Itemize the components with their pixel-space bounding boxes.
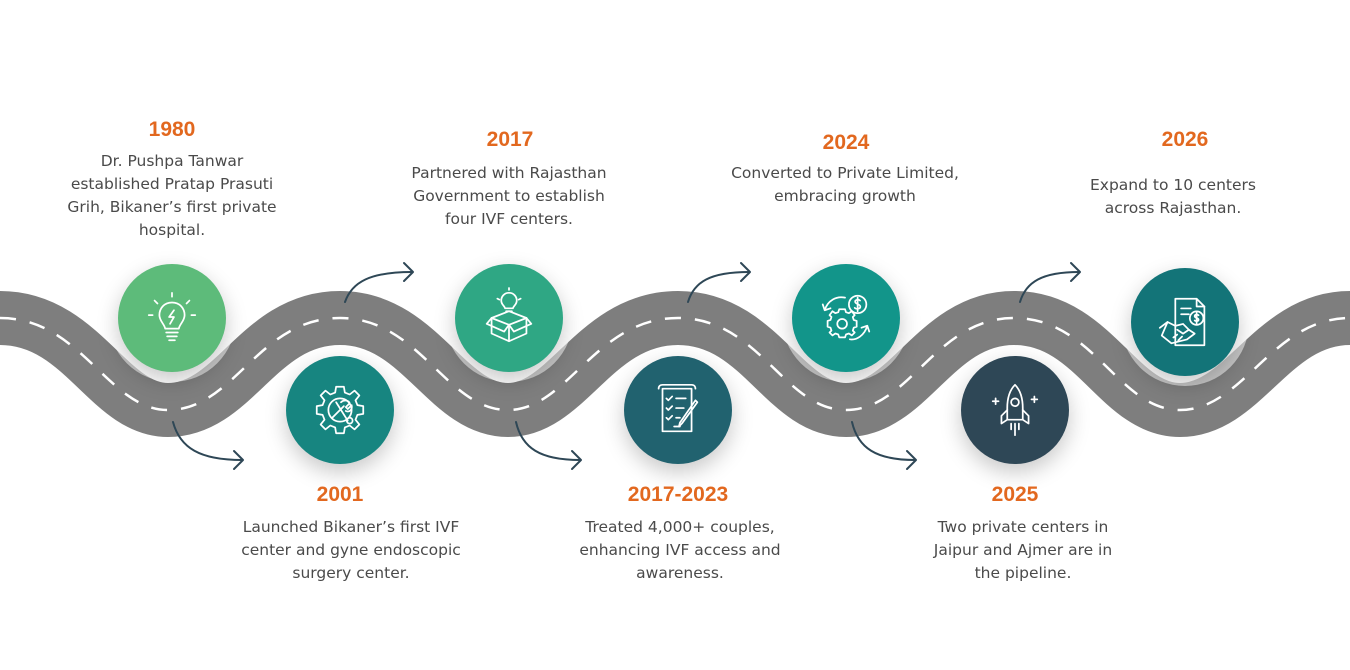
- description-line: across Rajasthan.: [1104, 199, 1242, 217]
- milestone-icon-circle: [961, 356, 1069, 464]
- milestone-icon-circle: [792, 264, 900, 372]
- milestone-icon-circle: [118, 264, 226, 372]
- arrow-down-1: [172, 421, 244, 470]
- arrow-up-1: [344, 262, 414, 303]
- milestone-year: 2001: [316, 483, 364, 506]
- milestone-year: 2024: [822, 131, 870, 154]
- description-line: Grih, Bikaner’s first private: [67, 198, 277, 216]
- description-line: Partnered with Rajasthan: [411, 164, 607, 182]
- description-line: Converted to Private Limited,: [731, 164, 959, 182]
- milestone-description: Partnered with Rajasthan Government to e…: [389, 162, 629, 231]
- lightbulb-icon: [147, 291, 197, 342]
- description-line: center and gyne endoscopic: [241, 541, 461, 559]
- description-line: embracing growth: [774, 187, 916, 205]
- milestone-description: Launched Bikaner’s first IVF center and …: [231, 516, 471, 585]
- transition-arrows: [172, 262, 1081, 470]
- description-line: Launched Bikaner’s first IVF: [242, 518, 460, 536]
- gear-wrench-icon: [315, 385, 365, 435]
- milestone-icon-circle: [624, 356, 732, 464]
- arrow-down-3: [851, 421, 917, 470]
- description-line: established Pratap Prasuti: [70, 175, 274, 193]
- milestone-year: 2026: [1161, 128, 1209, 151]
- idea-box-icon: [485, 287, 533, 343]
- description-line: Jaipur and Ajmer are in: [933, 541, 1113, 559]
- milestone-year: 1980: [148, 118, 196, 141]
- description-line: surgery center.: [292, 564, 410, 582]
- road-lane-markings: [0, 316, 1350, 412]
- arrow-up-2: [687, 262, 751, 303]
- milestone-description: Expand to 10 centers across Rajasthan.: [1053, 174, 1293, 220]
- description-line: awareness.: [636, 564, 724, 582]
- description-line: hospital.: [138, 221, 206, 239]
- milestone-description: Converted to Private Limited, embracing …: [725, 162, 965, 208]
- handshake-document-icon: [1158, 297, 1206, 347]
- description-line: Two private centers in: [937, 518, 1109, 536]
- description-line: four IVF centers.: [445, 210, 573, 228]
- description-line: Treated 4,000+ couples,: [585, 518, 775, 536]
- milestone-year: 2017-2023: [627, 483, 729, 506]
- gear-dollar-cycle-icon: [821, 294, 871, 341]
- description-line: Dr. Pushpa Tanwar: [100, 152, 244, 170]
- milestone-icon-circle: [1131, 268, 1239, 376]
- arrow-down-2: [515, 421, 582, 470]
- milestone-description: Dr. Pushpa Tanwar established Pratap Pra…: [52, 150, 292, 242]
- description-line: the pipeline.: [974, 564, 1072, 582]
- milestone-icon-circle: [455, 264, 563, 372]
- description-line: Expand to 10 centers: [1090, 176, 1256, 194]
- milestone-description: Treated 4,000+ couples, enhancing IVF ac…: [560, 516, 800, 585]
- milestone-year: 2017: [486, 128, 534, 151]
- arrow-up-3: [1019, 262, 1081, 303]
- description-line: enhancing IVF access and: [579, 541, 781, 559]
- rocket-icon: [991, 383, 1039, 437]
- checklist-icon: [657, 383, 699, 433]
- milestone-icon-circle: [286, 356, 394, 464]
- milestone-description: Two private centers in Jaipur and Ajmer …: [903, 516, 1143, 585]
- description-line: Government to establish: [413, 187, 605, 205]
- milestone-year: 2025: [991, 483, 1039, 506]
